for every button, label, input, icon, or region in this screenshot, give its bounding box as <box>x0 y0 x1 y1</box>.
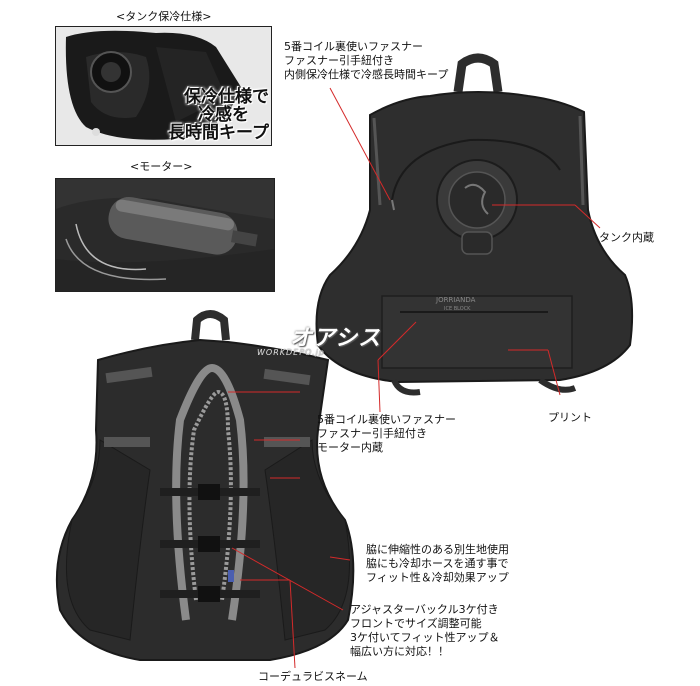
motor-photo-illustration <box>56 179 274 291</box>
leader-back-zipper <box>329 87 391 201</box>
watermark-sub: WORKDEPO.jp <box>257 348 325 357</box>
leader-adjuster <box>231 547 344 611</box>
annot-side-stretch-3: フィット性＆冷却効果アップ <box>366 571 509 584</box>
annot-adjuster-4: 幅広い方に対応！！ <box>350 645 449 658</box>
leader-front-zipper-a <box>377 359 381 413</box>
tank-photo-illustration <box>56 27 271 145</box>
annot-tank-builtin: タンク内蔵 <box>599 231 654 244</box>
annot-adjuster-2: フロントでサイズ調整可能 <box>350 617 482 630</box>
annot-front-zipper-3: モーター内蔵 <box>317 441 383 454</box>
svg-text:JORRIANDA: JORRIANDA <box>435 296 476 304</box>
annot-print: プリント <box>548 411 592 424</box>
watermark-logo: オアシス <box>290 326 382 351</box>
annot-side-stretch-2: 脇にも冷却ホースを通す事で <box>366 557 509 570</box>
annot-back-zipper-2: ファスナー引手紐付き <box>284 54 394 67</box>
annot-adjuster-3: 3ケ付いてフィット性アップ＆ <box>350 631 500 644</box>
leader-side-stretch <box>329 556 351 561</box>
annot-front-zipper-1: 5番コイル裏使いファスナー <box>317 413 456 426</box>
tank-spec-caption: <タンク保冷仕様> <box>116 10 212 23</box>
annot-cordura: コーデュラビスネーム <box>258 670 368 683</box>
motor-caption: <モーター> <box>130 160 193 173</box>
motor-photo <box>55 178 275 292</box>
annot-adjuster-1: アジャスターバックル3ケ付き <box>350 603 499 616</box>
annot-back-zipper-1: 5番コイル裏使いファスナー <box>284 40 423 53</box>
annot-back-zipper-3: 内側保冷仕様で冷感長時間キープ <box>284 68 449 81</box>
tank-photo-line-3: 長時間キープ <box>168 123 269 143</box>
svg-text:ICE BLOCK: ICE BLOCK <box>444 306 471 312</box>
annot-side-stretch-1: 脇に伸縮性のある別生地使用 <box>366 543 509 556</box>
tank-photo: 保冷仕様で 冷感を 長時間キープ <box>55 26 272 146</box>
tank-photo-line-2: 冷感を <box>198 105 249 125</box>
tank-photo-line-1: 保冷仕様で <box>184 87 269 107</box>
annot-front-zipper-2: ファスナー引手紐付き <box>317 427 427 440</box>
